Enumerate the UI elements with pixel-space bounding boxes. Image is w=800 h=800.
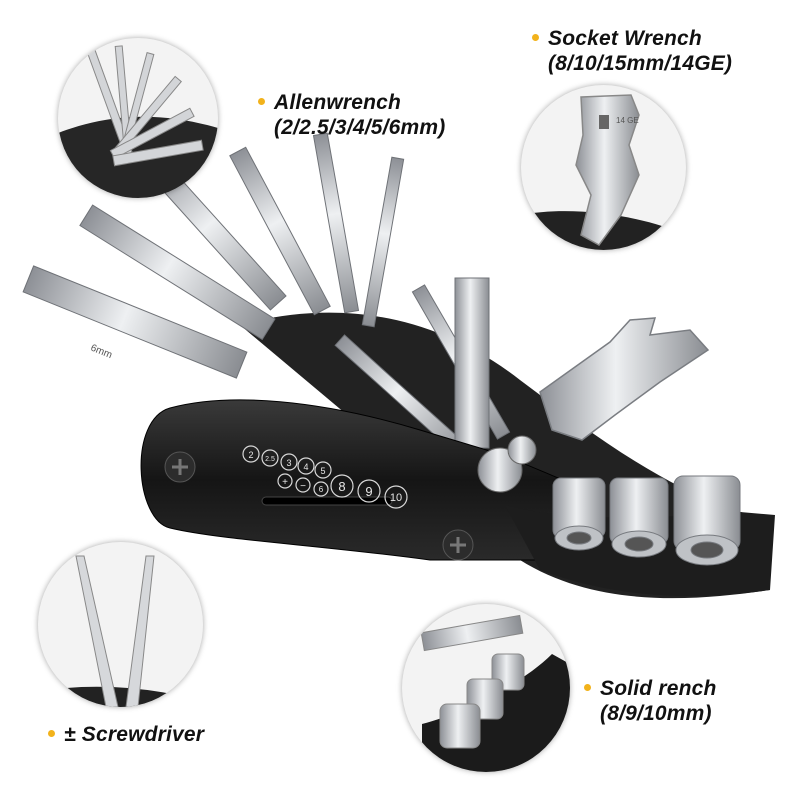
socket-rench-closeup bbox=[402, 604, 570, 772]
mark-3: 3 bbox=[286, 458, 291, 468]
hex-key-2.5mm bbox=[312, 132, 360, 314]
caption-solid-rench: Solid rench (8/9/10mm) bbox=[584, 676, 717, 726]
mark-6: 6 bbox=[319, 485, 324, 494]
sockets bbox=[505, 475, 775, 596]
bullet-icon bbox=[584, 684, 591, 691]
allen-key-closeup bbox=[58, 38, 218, 198]
hex-key-6mm bbox=[22, 265, 248, 379]
mark-5: 5 bbox=[320, 466, 325, 476]
mark-plus: + bbox=[282, 477, 288, 488]
size-markings bbox=[242, 445, 408, 509]
mark-9: 9 bbox=[365, 484, 372, 499]
bullet-icon bbox=[532, 34, 539, 41]
caption-screwdriver: ±Screwdriver bbox=[48, 722, 204, 747]
screwdriver-closeup bbox=[38, 542, 203, 707]
hex-key-2mm bbox=[361, 156, 405, 328]
mark-minus: − bbox=[300, 481, 306, 492]
socket-wrench-closeup: 14 GE bbox=[521, 85, 686, 250]
socket-wrench-plate bbox=[539, 317, 710, 441]
allen-keys bbox=[22, 132, 405, 379]
caption-solid-rench-title: Solid rench bbox=[600, 677, 717, 700]
mark-2.5: 2.5 bbox=[265, 456, 275, 463]
caption-socket-wrench-sizes: (8/10/15mm/14GE) bbox=[548, 52, 733, 75]
hex-key-5mm bbox=[79, 204, 276, 341]
wrench-label: 14 GE bbox=[616, 116, 639, 125]
mark-8: 8 bbox=[338, 479, 345, 494]
plus-minus-symbol: ± bbox=[64, 723, 76, 746]
caption-solid-rench-sizes: (8/9/10mm) bbox=[600, 702, 712, 725]
mark-4: 4 bbox=[303, 462, 308, 472]
caption-screwdriver-title: Screwdriver bbox=[81, 723, 205, 746]
caption-allenwrench-title: Allenwrench bbox=[274, 91, 402, 114]
hex-key-label: 6mm bbox=[89, 343, 114, 362]
bullet-icon bbox=[48, 730, 55, 737]
bullet-icon bbox=[258, 98, 265, 105]
caption-allenwrench: Allenwrench (2/2.5/3/4/5/6mm) bbox=[258, 90, 446, 140]
square-bar bbox=[454, 277, 490, 449]
hex-key-3mm bbox=[229, 146, 331, 316]
body-slot bbox=[261, 496, 393, 506]
size-labels: 2 2.5 3 4 5 8 9 10 + − 6 bbox=[248, 450, 402, 504]
mark-10: 10 bbox=[390, 492, 402, 504]
caption-socket-wrench-title: Socket Wrench bbox=[548, 27, 702, 50]
caption-allenwrench-sizes: (2/2.5/3/4/5/6mm) bbox=[274, 116, 446, 139]
mark-2: 2 bbox=[248, 450, 253, 460]
caption-socket-wrench: Socket Wrench (8/10/15mm/14GE) bbox=[532, 26, 732, 76]
